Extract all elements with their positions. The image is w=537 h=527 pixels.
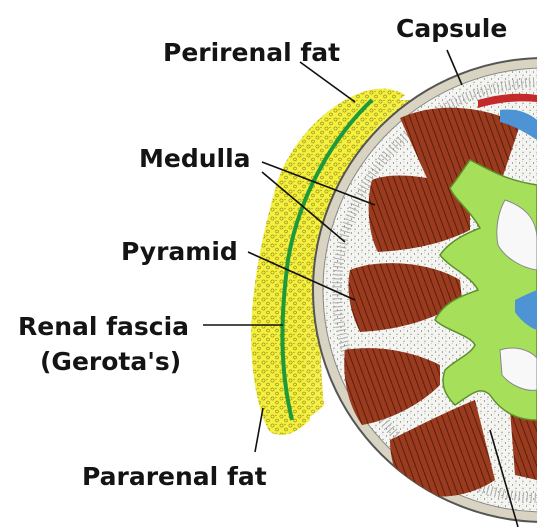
label-gerotas: (Gerota's) xyxy=(40,347,181,376)
label-pararenal-fat: Pararenal fat xyxy=(82,462,267,491)
label-pyramid: Pyramid xyxy=(121,237,238,266)
leader-line-pararenal-fat xyxy=(255,408,263,452)
label-medulla: Medulla xyxy=(139,144,251,173)
label-renal-fascia: Renal fascia xyxy=(18,312,189,341)
leader-line-perirenal-fat xyxy=(300,62,355,102)
label-capsule: Capsule xyxy=(396,14,507,43)
label-perirenal-fat: Perirenal fat xyxy=(163,38,340,67)
